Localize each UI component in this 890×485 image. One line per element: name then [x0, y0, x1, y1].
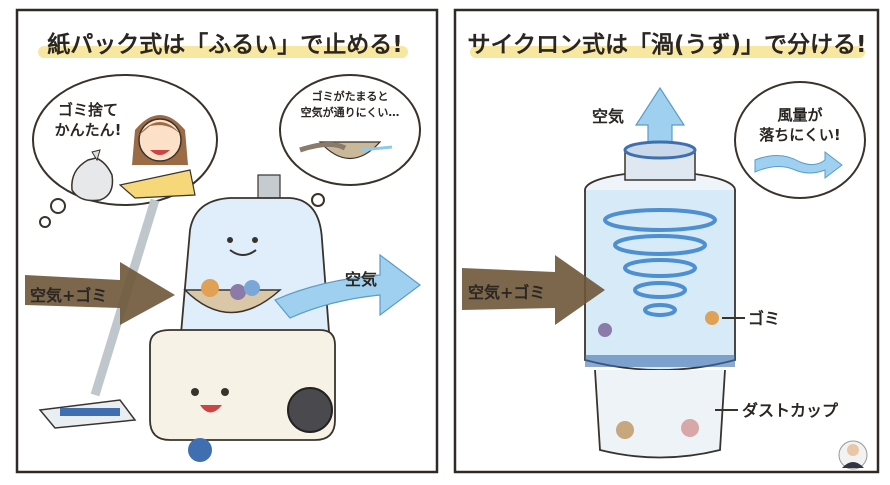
trash-bag-icon	[71, 149, 114, 202]
author-avatar	[838, 440, 868, 470]
left-title: 紙パック式は「ふるい」で止める!	[47, 31, 403, 58]
cyclone-dust-container	[584, 140, 736, 459]
bubble-airflow-line1: 風量が	[777, 106, 823, 124]
air-up-label: 空気	[592, 107, 624, 126]
bubble-girl-line2: かんたん!	[55, 121, 122, 139]
right-panel: サイクロン式は「渦(うず)」で分ける! 空気 風量が 落ちにくい!	[453, 8, 880, 474]
title-highlight	[38, 46, 408, 58]
left-panel: 紙パック式は「ふるい」で止める! ゴミ捨て かんたん!	[15, 8, 439, 474]
airflow-speech-bubble: 風量が 落ちにくい!	[734, 81, 866, 199]
bubble-girl-line1: ゴミ捨て	[58, 101, 118, 119]
girl-thought-bubble: ゴミ捨て かんたん!	[32, 74, 218, 228]
girl-figure	[118, 115, 196, 199]
title-highlight	[470, 46, 865, 58]
left-input-label: 空気+ゴミ	[30, 286, 107, 305]
bubble-clog-line2: 空気が通りにくい…	[301, 105, 400, 119]
dust-label: ゴミ	[748, 309, 780, 328]
dust-cup	[594, 369, 726, 459]
clean-air-arrow	[274, 253, 421, 319]
bubble-airflow-line2: 落ちにくい!	[759, 126, 841, 144]
vortex-icon	[603, 208, 717, 317]
dirty-air-arrow	[462, 255, 605, 325]
left-output-label: 空気	[345, 270, 377, 289]
right-input-label: 空気+ゴミ	[468, 283, 545, 302]
dust-cup-label: ダストカップ	[742, 401, 839, 420]
bubble-clog-line1: ゴミがたまると	[312, 89, 389, 103]
dirty-air-arrow	[25, 262, 175, 325]
clog-thought-bubble: ゴミがたまると 空気が通りにくい…	[279, 74, 421, 218]
right-title: サイクロン式は「渦(うず)」で分ける!	[467, 32, 866, 58]
